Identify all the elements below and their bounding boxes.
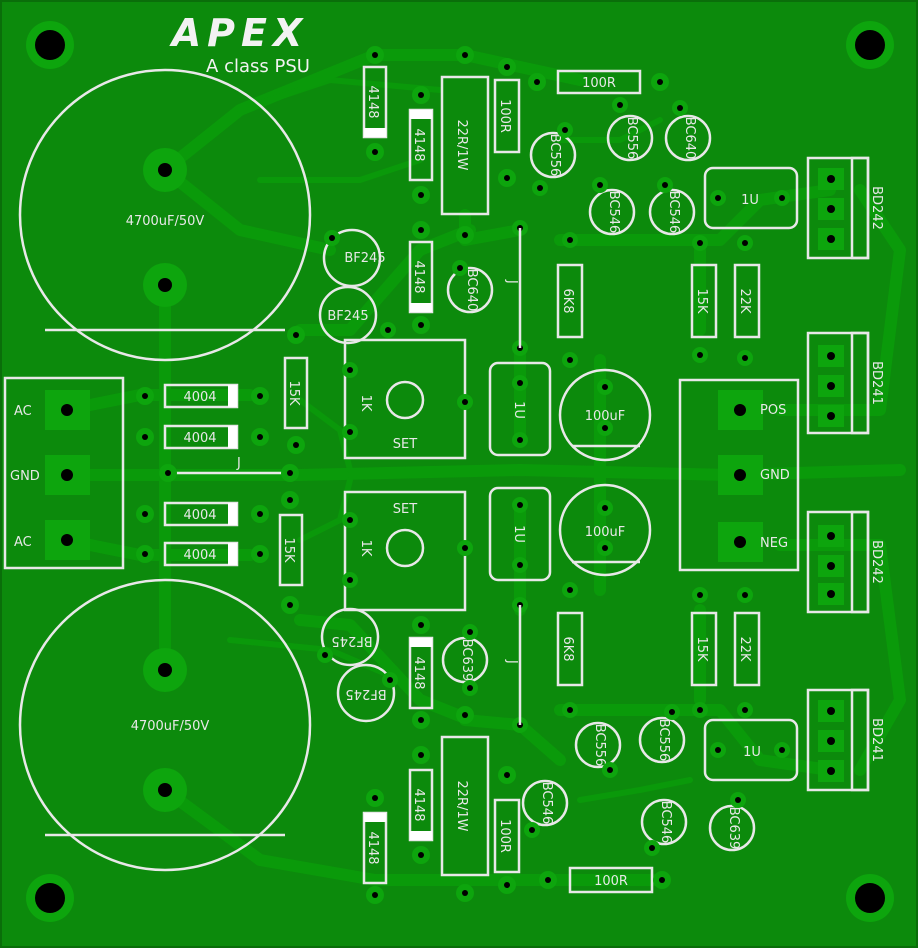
transistor-label: BF245 [327, 309, 368, 324]
resistor-label: 100R [497, 99, 512, 133]
transistor-label: BC639 [726, 807, 741, 850]
ac-label: AC [14, 404, 32, 419]
caps-100uf: 100uF 100uF [558, 368, 652, 577]
resistor-label: 15K [286, 380, 301, 406]
mounting-holes [26, 21, 894, 922]
gnd-label: GND [10, 469, 40, 484]
ac-label: AC [14, 535, 32, 550]
cap-label: 1U [511, 525, 526, 543]
diode-label: 4004 [183, 508, 216, 523]
jumper-label: J [504, 659, 519, 664]
diode-label: 4148 [411, 656, 426, 689]
transistor-label: BD241 [869, 718, 884, 762]
set-label: SET [393, 437, 417, 452]
output-connector: POS GND NEG [678, 378, 800, 572]
gnd-label: GND [760, 468, 790, 483]
cap-4700uf-top: 4700uF/50V [18, 68, 312, 362]
transistor-label: BC640 [682, 117, 697, 160]
diodes-4004: 4004 4004 4004 4004 [136, 383, 269, 567]
resistor-label: 100R [582, 76, 616, 91]
transistor-label: BC546 [606, 191, 621, 234]
resistor-label: 15K [694, 288, 709, 314]
caps-1u: 1U 1U 1U 1U [488, 166, 799, 782]
cap-label: 1U [511, 401, 526, 419]
diode-label: 4148 [411, 128, 426, 161]
transistor-label: BC556 [547, 134, 562, 177]
diode-label: 4004 [183, 431, 216, 446]
diode-label: 4148 [411, 788, 426, 821]
pot-label: 1K [358, 540, 373, 557]
resistor-label: 15K [281, 537, 296, 563]
resistor-label: 22R/1W [454, 780, 469, 831]
transistor-label: BF245 [331, 633, 372, 648]
resistors-right: 6K8 15K 22K 6K8 15K 22K [556, 263, 761, 687]
transistor-label: BF245 [345, 686, 386, 701]
trimpot-top: 1K SET [342, 338, 473, 460]
resistor-label: 100R [497, 819, 512, 853]
resistor-label: 22K [737, 636, 752, 662]
transistor-label: BD242 [869, 186, 884, 230]
resistors-15k-left: 15K 15K [278, 326, 309, 614]
diode-label: 4004 [183, 390, 216, 405]
transistor-label: BD241 [869, 361, 884, 405]
resistors-100r-horizontal: 100R 100R [528, 69, 671, 894]
resistor-label: 100R [594, 874, 628, 889]
transistor-label: BC639 [459, 639, 474, 682]
pos-label: POS [760, 403, 786, 418]
cap-label: 4700uF/50V [126, 214, 205, 229]
resistor-label: 6K8 [560, 288, 575, 313]
transistor-label: BC546 [658, 801, 673, 844]
cap-4700uf-bottom: 4700uF/50V [18, 578, 312, 872]
transistor-label: BC556 [656, 719, 671, 762]
transistor-label: BF245 [344, 251, 385, 266]
neg-label: NEG [760, 536, 788, 551]
diode-label: 4148 [365, 831, 380, 864]
resistor-label: 6K8 [560, 636, 575, 661]
pot-label: 1K [358, 395, 373, 412]
cap-label: 1U [741, 193, 759, 208]
diode-label: 4148 [365, 85, 380, 118]
logo: APEX [169, 11, 309, 55]
ac-input-connector: AC GND AC [3, 376, 125, 570]
board-subtitle: A class PSU [206, 56, 310, 77]
cap-label: 1U [743, 745, 761, 760]
resistors-22r: 22R/1W 22R/1W [440, 46, 490, 902]
diode-label: 4004 [183, 548, 216, 563]
transistor-label: BD242 [869, 540, 884, 584]
diode-label: 4148 [411, 260, 426, 293]
resistor-label: 22K [737, 288, 752, 314]
transistors: BC556 BC556 BC640 BC546 BC546 BC640 BF24… [318, 114, 756, 852]
cap-label: 100uF [585, 525, 626, 540]
resistors-100r-vertical: 100R 100R [493, 58, 521, 894]
trimpot-bottom: 1K SET [342, 490, 473, 612]
set-label: SET [393, 502, 417, 517]
transistor-label: BC546 [666, 191, 681, 234]
cap-label: 4700uF/50V [131, 719, 210, 734]
transistor-label: BC640 [464, 269, 479, 312]
power-transistors: BD242 BD241 BD242 BD241 [806, 156, 884, 792]
transistor-label: BC556 [592, 724, 607, 767]
transistor-label: BC556 [624, 117, 639, 160]
cap-label: 100uF [585, 409, 626, 424]
diodes-4148: 4148 4148 4148 4148 4148 4148 [362, 46, 434, 904]
resistor-label: 22R/1W [454, 119, 469, 170]
transistor-label: BC546 [539, 782, 554, 825]
jumper-label: J [236, 456, 241, 471]
jumper-label: J [504, 279, 519, 284]
resistor-label: 15K [694, 636, 709, 662]
